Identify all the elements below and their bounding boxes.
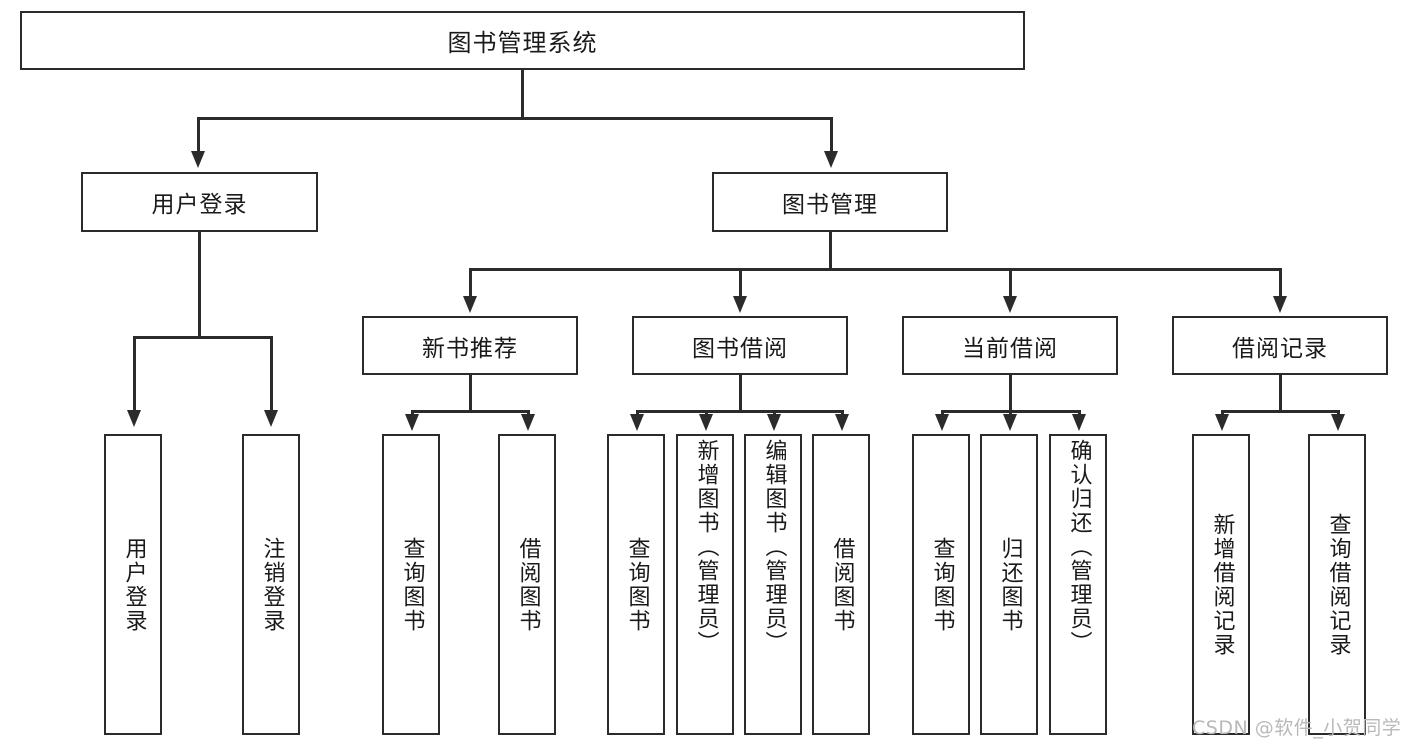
- connector-root-to-login: [197, 117, 200, 153]
- connector-newbook-stem: [469, 375, 472, 410]
- node-label: 借阅记录: [1232, 335, 1328, 362]
- node-new-book-recommend[interactable]: 新书推荐: [362, 316, 578, 375]
- leaf-text-wrap: 查询借阅记录: [1310, 436, 1364, 733]
- connector-bookmgmt-to-current: [1009, 268, 1012, 298]
- node-borrow-records[interactable]: 借阅记录: [1172, 316, 1388, 375]
- leaf-add-borrow-record[interactable]: 新增借阅记录: [1192, 434, 1250, 735]
- connector-login-to-leaf1: [133, 336, 136, 412]
- connector-root-stem: [521, 70, 524, 117]
- leaf-text-wrap: 新增借阅记录: [1194, 436, 1248, 733]
- connector-root-rail: [197, 117, 833, 120]
- connector-current-stem: [1009, 375, 1012, 410]
- leaf-text-wrap: 借阅图书: [500, 436, 554, 733]
- node-label: 查询图书: [929, 536, 955, 633]
- leaf-text-wrap: 查询图书: [609, 436, 663, 733]
- connector-bookmgmt-stem: [829, 232, 832, 268]
- arrowhead-borrow-leaf-3: [767, 414, 781, 431]
- node-user-login[interactable]: 用户登录: [81, 172, 318, 232]
- arrowhead-borrow-leaf-1: [630, 414, 644, 431]
- arrowhead-records-leaf-2: [1331, 414, 1345, 431]
- leaf-query-book-newbook[interactable]: 查询图书: [382, 434, 440, 735]
- arrowhead-current-leaf-2: [1003, 414, 1017, 431]
- leaf-user-logout[interactable]: 注销登录: [242, 434, 300, 735]
- node-current-borrow[interactable]: 当前借阅: [902, 316, 1118, 375]
- leaf-text-wrap: 注销登录: [244, 436, 298, 733]
- leaf-query-book-borrow[interactable]: 查询图书: [607, 434, 665, 735]
- leaf-text-wrap: 归还图书: [982, 436, 1036, 733]
- connector-bookmgmt-rail: [469, 268, 1281, 271]
- node-book-management[interactable]: 图书管理: [712, 172, 948, 232]
- node-book-borrow[interactable]: 图书借阅: [632, 316, 848, 375]
- arrowhead-to-records: [1273, 296, 1287, 313]
- leaf-borrow-book-newbook[interactable]: 借阅图书: [498, 434, 556, 735]
- leaf-user-login[interactable]: 用户登录: [104, 434, 162, 735]
- leaf-confirm-return-admin[interactable]: 确认归还（管理员）: [1049, 434, 1107, 735]
- node-label: 查询借阅记录: [1325, 512, 1351, 657]
- arrowhead-to-newbook: [463, 296, 477, 313]
- leaf-borrow-book-borrow[interactable]: 借阅图书: [812, 434, 870, 735]
- node-label: 新增借阅记录: [1209, 512, 1235, 657]
- arrowhead-to-bookmgmt: [824, 151, 838, 168]
- node-label: 图书管理: [782, 192, 878, 218]
- node-label: 查询图书: [624, 536, 650, 633]
- connector-login-to-leaf2: [270, 336, 273, 412]
- arrowhead-to-user-logout-leaf: [264, 410, 278, 427]
- node-label: 新书推荐: [422, 335, 518, 362]
- arrowhead-to-borrow: [733, 296, 747, 313]
- leaf-edit-book-admin[interactable]: 编辑图书（管理员）: [744, 434, 802, 735]
- leaf-add-book-admin[interactable]: 新增图书（管理员）: [676, 434, 734, 735]
- leaf-query-borrow-record[interactable]: 查询借阅记录: [1308, 434, 1366, 735]
- leaf-text-wrap: 查询图书: [384, 436, 438, 733]
- arrowhead-records-leaf-1: [1215, 414, 1229, 431]
- arrowhead-newbook-leaf-1: [405, 414, 419, 431]
- connector-newbook-rail: [411, 410, 529, 413]
- node-label: 确认归还（管理员）: [1066, 439, 1092, 655]
- node-label: 归还图书: [997, 536, 1023, 633]
- arrowhead-newbook-leaf-2: [521, 414, 535, 431]
- leaf-text-wrap: 编辑图书（管理员）: [746, 436, 800, 733]
- node-label: 查询图书: [399, 536, 425, 633]
- arrowhead-current-leaf-1: [935, 414, 949, 431]
- connector-login-stem: [198, 232, 201, 336]
- node-label: 借阅图书: [515, 536, 541, 633]
- leaf-text-wrap: 确认归还（管理员）: [1051, 436, 1105, 733]
- leaf-query-book-current[interactable]: 查询图书: [912, 434, 970, 735]
- node-label: 图书借阅: [692, 335, 788, 362]
- connector-bookmgmt-to-newbook: [469, 268, 472, 298]
- connector-login-rail: [133, 336, 272, 339]
- node-root-system[interactable]: 图书管理系统: [20, 11, 1025, 70]
- connector-borrow-rail: [636, 410, 843, 413]
- arrowhead-borrow-leaf-2: [699, 414, 713, 431]
- arrowhead-borrow-leaf-4: [835, 414, 849, 431]
- connector-bookmgmt-to-records: [1279, 268, 1282, 298]
- node-label: 用户登录: [121, 536, 147, 633]
- node-label: 图书管理系统: [447, 29, 598, 57]
- arrowhead-current-leaf-3: [1072, 414, 1086, 431]
- watermark-text: CSDN @软件_小贺同学: [1192, 717, 1402, 739]
- leaf-text-wrap: 用户登录: [106, 436, 160, 733]
- connector-root-to-bookmgmt: [830, 117, 833, 153]
- node-label: 注销登录: [259, 536, 285, 633]
- node-label: 用户登录: [151, 192, 248, 218]
- node-label: 当前借阅: [962, 335, 1058, 362]
- node-label: 借阅图书: [829, 536, 855, 633]
- node-label: 编辑图书（管理员）: [761, 439, 787, 655]
- leaf-text-wrap: 新增图书（管理员）: [678, 436, 732, 733]
- leaf-return-book[interactable]: 归还图书: [980, 434, 1038, 735]
- connector-borrow-stem: [739, 375, 742, 410]
- connector-records-stem: [1279, 375, 1282, 410]
- connector-bookmgmt-to-borrow: [739, 268, 742, 298]
- arrowhead-to-user-login-leaf: [127, 410, 141, 427]
- arrowhead-to-current: [1003, 296, 1017, 313]
- leaf-text-wrap: 借阅图书: [814, 436, 868, 733]
- leaf-text-wrap: 查询图书: [914, 436, 968, 733]
- node-label: 新增图书（管理员）: [693, 439, 719, 655]
- arrowhead-to-login: [191, 151, 205, 168]
- connector-records-rail: [1221, 410, 1339, 413]
